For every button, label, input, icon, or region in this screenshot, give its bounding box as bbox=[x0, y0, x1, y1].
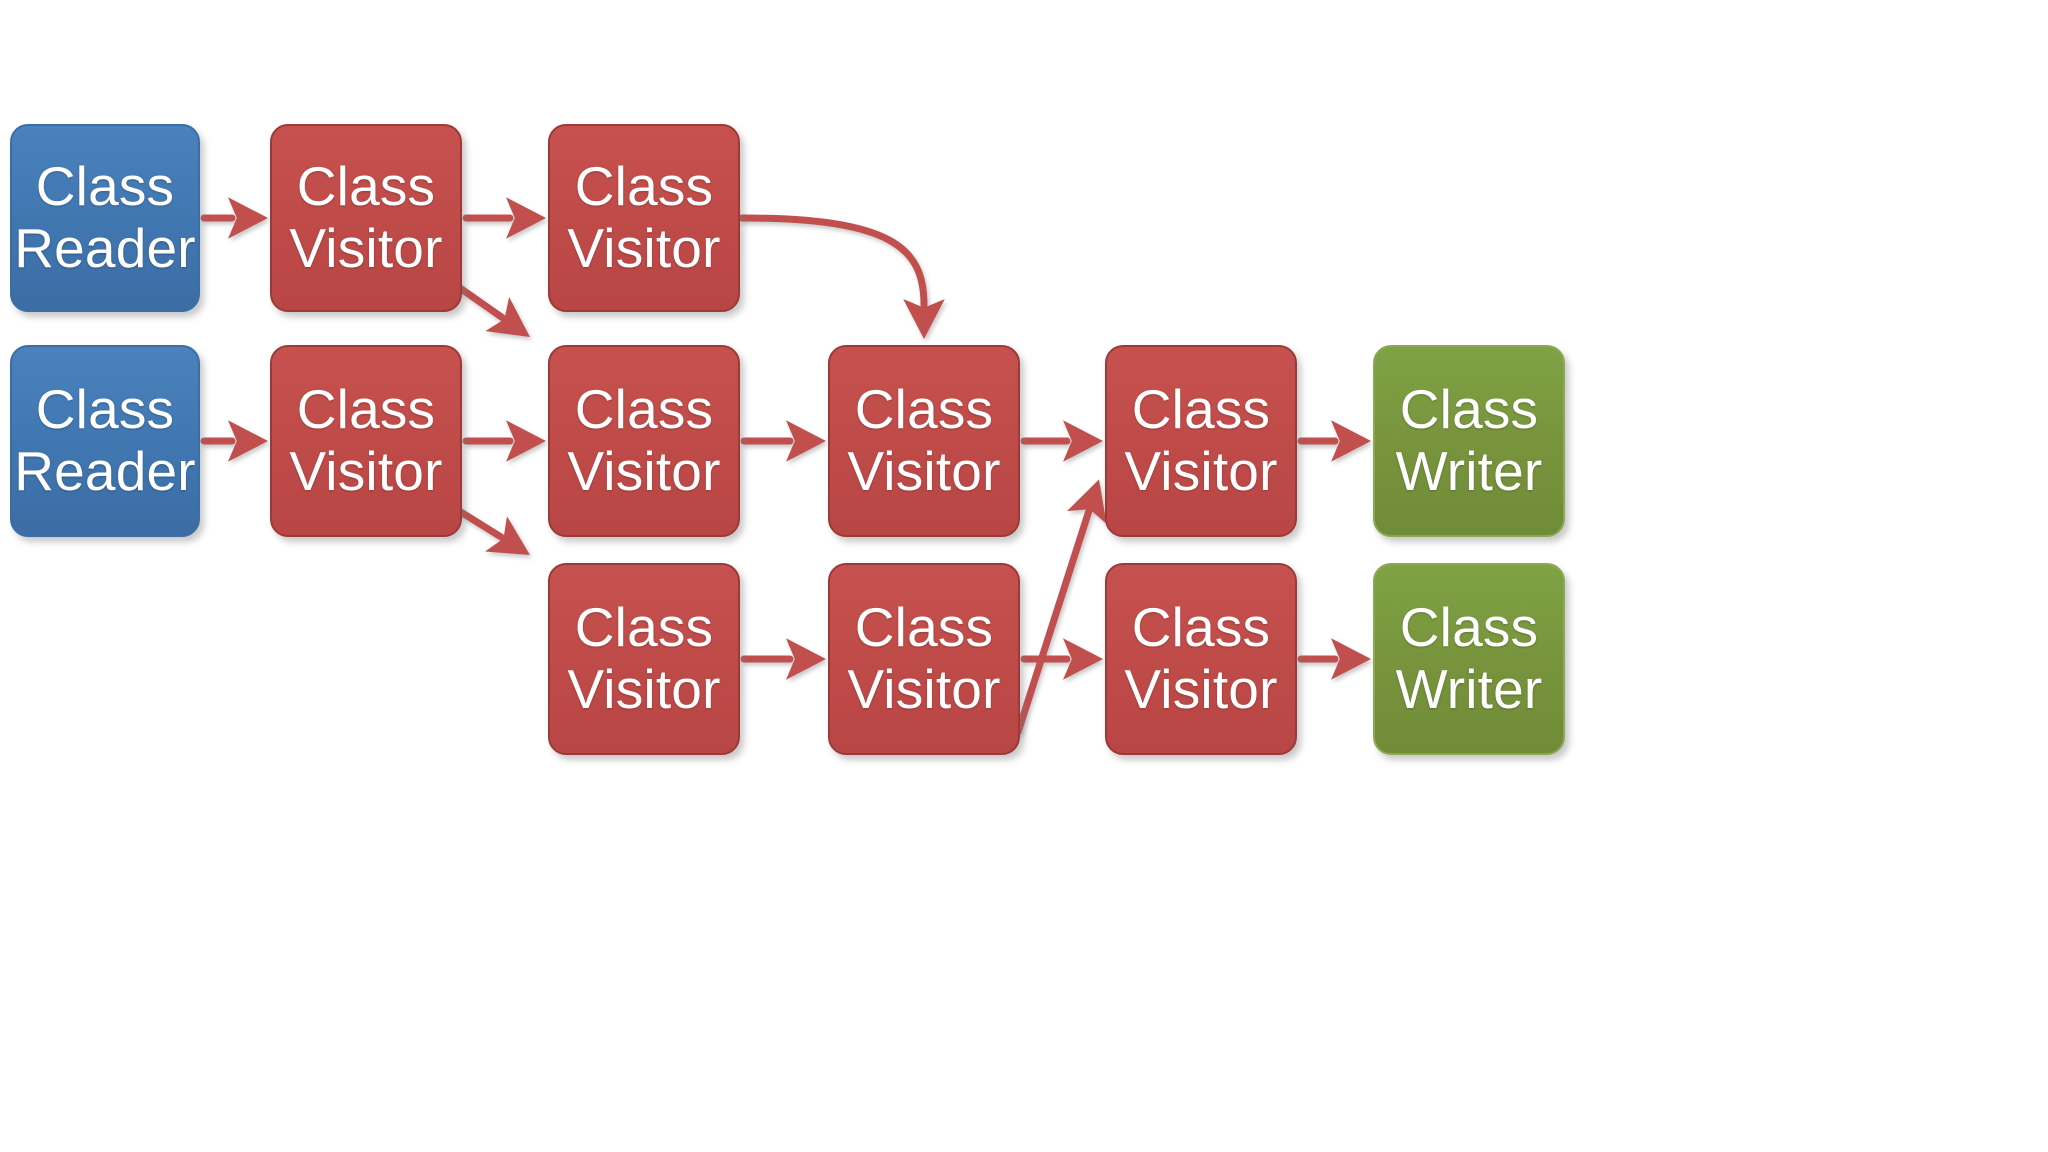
edge-r2c5-to-r2c6 bbox=[1297, 420, 1371, 462]
arrowhead-icon bbox=[1063, 638, 1103, 680]
node-label-line1: Class bbox=[1399, 596, 1539, 659]
node-label-line1: Class bbox=[296, 155, 436, 218]
node-label-line1: Class bbox=[854, 596, 994, 659]
arrowhead-icon bbox=[1063, 420, 1103, 462]
edge-r1c1-to-r1c2 bbox=[200, 197, 268, 239]
node-label-line1: Class bbox=[574, 596, 714, 659]
edge-shaft bbox=[738, 214, 928, 309]
arrowhead-icon bbox=[228, 197, 268, 239]
node-label-line2: Visitor bbox=[1124, 440, 1278, 502]
edge-r1c3-to-r2c4 bbox=[738, 214, 945, 339]
node-label-line1: Class bbox=[574, 378, 714, 441]
edge-r2c1-to-r2c2 bbox=[200, 420, 268, 462]
node-label-line1: Class bbox=[574, 155, 714, 218]
arrowhead-icon bbox=[228, 420, 268, 462]
node-label-line2: Visitor bbox=[567, 440, 721, 502]
node-label-line2: Writer bbox=[1395, 658, 1543, 720]
edge-shaft bbox=[1014, 508, 1093, 736]
arrowhead-icon bbox=[1066, 479, 1107, 524]
arrowhead-icon bbox=[485, 516, 530, 555]
arrowhead-icon bbox=[903, 299, 945, 339]
node-label-line2: Visitor bbox=[847, 440, 1001, 502]
node-label-line2: Visitor bbox=[289, 217, 443, 279]
arrowhead-icon bbox=[506, 197, 546, 239]
edge-r3c5-to-r3c6 bbox=[1297, 638, 1371, 680]
node-label-line2: Visitor bbox=[567, 217, 721, 279]
arrowhead-icon bbox=[1331, 638, 1371, 680]
node-label-line2: Visitor bbox=[289, 440, 443, 502]
node-label-line2: Reader bbox=[14, 440, 196, 502]
node-label-line1: Class bbox=[1399, 378, 1539, 441]
edge-r3c4-to-r2c5 bbox=[1014, 479, 1107, 736]
edge-r2c2-to-r2c3 bbox=[462, 420, 546, 462]
edge-r2c4-to-r2c5 bbox=[1020, 420, 1103, 462]
node-label-line1: Class bbox=[35, 155, 175, 218]
arrowhead-icon bbox=[786, 638, 826, 680]
node-label-line2: Visitor bbox=[567, 658, 721, 720]
edge-r2c3-to-r2c4 bbox=[740, 420, 826, 462]
arrowhead-icon bbox=[485, 297, 530, 337]
edge-r3c4-to-r3c5 bbox=[1020, 638, 1103, 680]
arrowhead-icon bbox=[506, 420, 546, 462]
node-label-line2: Visitor bbox=[1124, 658, 1278, 720]
edge-r1c2-to-r1c3 bbox=[462, 197, 546, 239]
arrowhead-icon bbox=[1331, 420, 1371, 462]
node-label-line1: Class bbox=[1131, 378, 1271, 441]
arrowhead-icon bbox=[786, 420, 826, 462]
node-label-line2: Reader bbox=[14, 217, 196, 279]
node-label-line2: Writer bbox=[1395, 440, 1543, 502]
node-label-line1: Class bbox=[854, 378, 994, 441]
node-label-line2: Visitor bbox=[847, 658, 1001, 720]
node-label-line1: Class bbox=[296, 378, 436, 441]
edge-r3c3-to-r3c4 bbox=[740, 638, 826, 680]
node-label-line1: Class bbox=[35, 378, 175, 441]
node-label-line1: Class bbox=[1131, 596, 1271, 659]
